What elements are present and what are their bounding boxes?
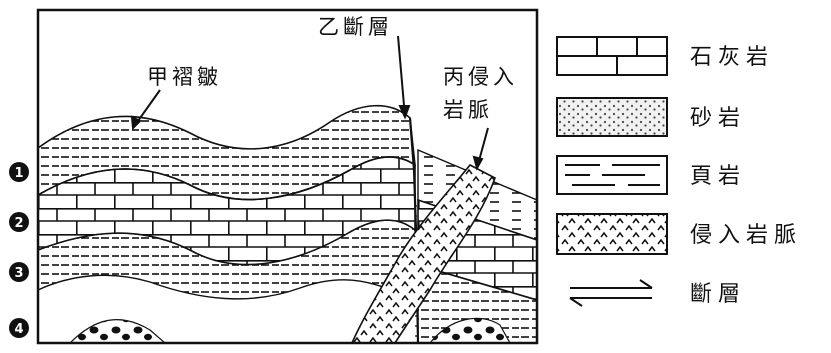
dike-label-line2: 岩脈 bbox=[443, 98, 493, 122]
legend: 石灰岩 砂岩 頁岩 侵入岩脈 bbox=[556, 36, 802, 307]
legend-label-sandstone: 砂岩 bbox=[690, 106, 746, 131]
legend-item-shale: 頁岩 bbox=[556, 155, 746, 195]
legend-item-intrusive-dike: 侵入岩脈 bbox=[556, 213, 802, 255]
intrusive-dike bbox=[351, 163, 496, 343]
legend-label-shale: 頁岩 bbox=[690, 164, 746, 189]
layer-marker-2: 2 bbox=[9, 212, 29, 232]
dike-label-line1: 丙侵入 bbox=[443, 65, 518, 89]
layer-marker-1: 1 bbox=[9, 162, 29, 182]
fault-arrows-icon bbox=[569, 279, 653, 307]
layer-marker-3: 3 bbox=[9, 262, 29, 282]
svg-text:4: 4 bbox=[14, 322, 23, 337]
legend-label-intrusive-dike: 侵入岩脈 bbox=[690, 223, 802, 248]
fault-label: 乙斷層 bbox=[318, 15, 393, 39]
section-frame bbox=[36, 8, 539, 345]
sandstone-swatch bbox=[556, 97, 668, 137]
svg-text:3: 3 bbox=[14, 266, 23, 281]
legend-item-sandstone: 砂岩 bbox=[556, 97, 746, 137]
svg-text:1: 1 bbox=[14, 166, 23, 181]
legend-label-limestone: 石灰岩 bbox=[690, 45, 774, 70]
svg-text:2: 2 bbox=[14, 216, 23, 231]
dark-pebble-layer bbox=[69, 319, 166, 343]
layer-marker-4: 4 bbox=[9, 318, 29, 338]
legend-item-fault: 斷層 bbox=[569, 279, 746, 307]
fold-label: 甲褶皺 bbox=[147, 65, 222, 89]
legend-item-limestone: 石灰岩 bbox=[556, 36, 774, 76]
annotation-arrows bbox=[130, 35, 489, 171]
intrusive-dike-swatch bbox=[556, 213, 668, 255]
cross-section bbox=[38, 104, 537, 343]
legend-label-fault: 斷層 bbox=[690, 282, 746, 307]
